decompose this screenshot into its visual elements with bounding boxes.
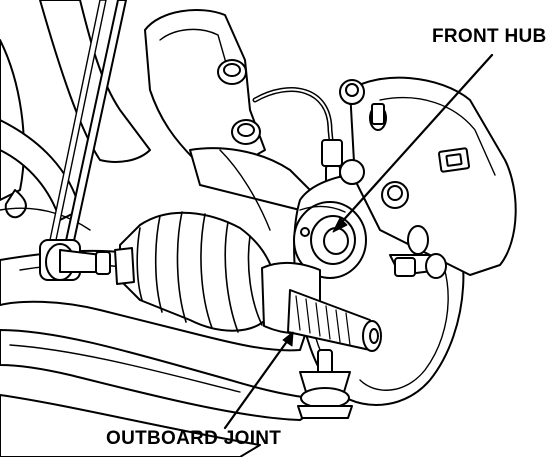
front-hub	[293, 201, 367, 279]
brake-caliper	[339, 76, 517, 279]
lower-ball-joint	[297, 349, 353, 419]
front-hub-leader	[332, 53, 494, 233]
outboard-joint-leader	[223, 331, 294, 430]
front-hub-label: FRONT HUB	[432, 26, 547, 47]
outboard-joint	[261, 262, 382, 352]
outboard-joint-label: OUTBOARD JOINT	[106, 428, 282, 449]
stabilizer-link	[39, 0, 127, 281]
steering-knuckle	[144, 9, 311, 231]
